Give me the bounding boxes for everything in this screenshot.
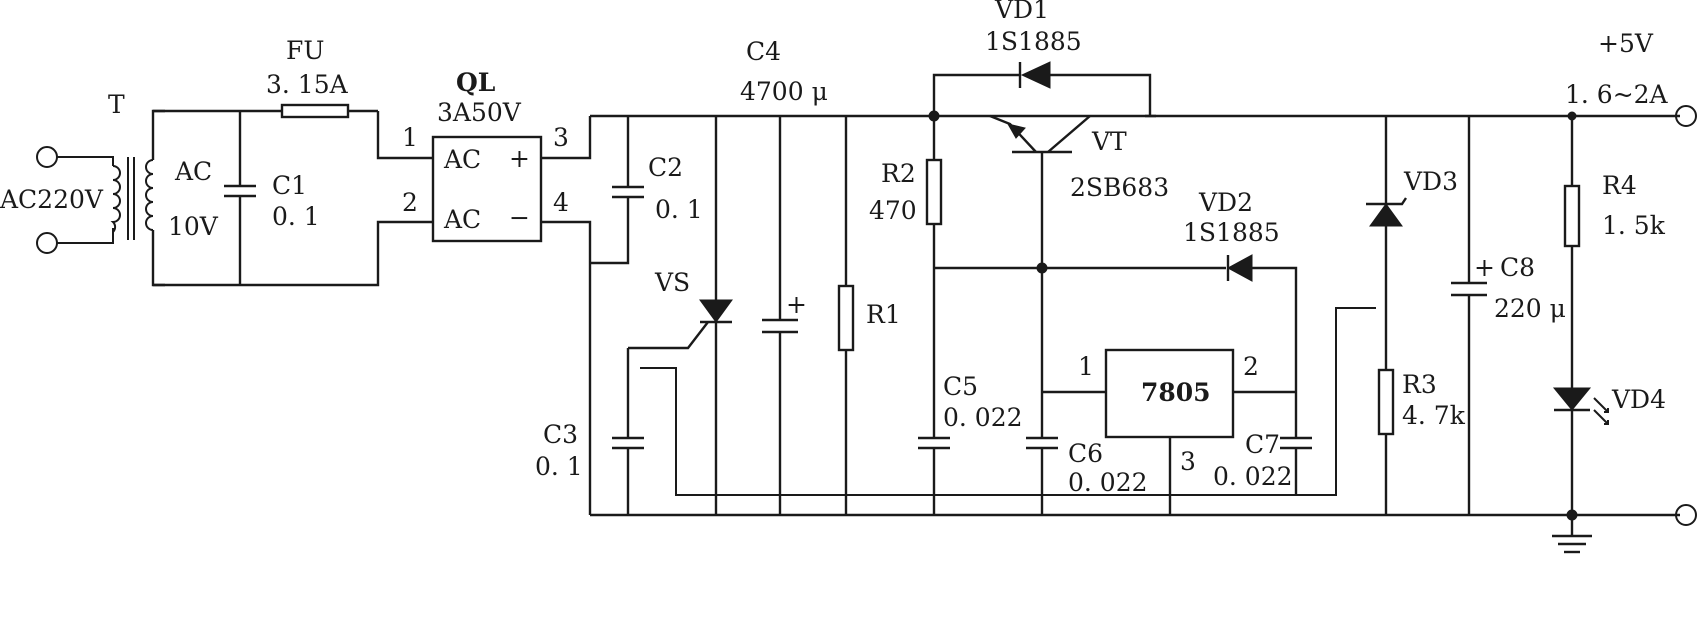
- resistor-r1: [837, 116, 855, 515]
- bridge-minus-label: −: [509, 203, 530, 232]
- vd4-ref: VD4: [1611, 385, 1666, 414]
- vd1-ref: VD1: [994, 0, 1049, 24]
- transformer-out-top-label: AC: [174, 157, 212, 186]
- reg-pin3: 3: [1180, 447, 1196, 476]
- c8-value: 220 μ: [1494, 294, 1566, 323]
- vd2-model: 1S1885: [1183, 218, 1280, 247]
- fuse-value: 3. 15A: [266, 70, 349, 99]
- vt-ref: VT: [1091, 127, 1127, 156]
- bridge-pin2: 2: [402, 188, 418, 217]
- bridge-plus-label: +: [509, 144, 530, 173]
- bridge-minus-wire: [541, 220, 592, 515]
- vd1-model: 1S1885: [985, 27, 1082, 56]
- c2-ref: C2: [648, 153, 683, 182]
- capacitor-c4: +: [762, 116, 807, 515]
- bridge-pin4: 4: [553, 188, 569, 217]
- secondary-bottom-wire: [153, 220, 432, 287]
- regulator-7805: [1026, 268, 1296, 515]
- output-current: 1. 6~2A: [1565, 80, 1669, 109]
- c3-value: 0. 1: [535, 452, 583, 481]
- c6-ref: C6: [1068, 439, 1103, 468]
- vd3-ref: VD3: [1403, 167, 1458, 196]
- r3-ref: R3: [1402, 370, 1437, 399]
- capacitor-c1: [224, 111, 256, 285]
- capacitor-c3: [612, 348, 644, 515]
- bridge-plus-wire: [541, 116, 592, 160]
- resistor-r2: [918, 110, 950, 515]
- c5-ref: C5: [943, 372, 978, 401]
- transformer-ref: T: [108, 90, 125, 119]
- c6-value: 0. 022: [1068, 468, 1148, 497]
- c1-value: 0. 1: [272, 202, 320, 231]
- c2-value: 0. 1: [655, 195, 703, 224]
- r4-value: 1. 5k: [1602, 211, 1666, 240]
- svg-text:+: +: [786, 290, 807, 319]
- c7-ref: C7: [1245, 430, 1280, 459]
- r2-ref: R2: [881, 159, 916, 188]
- bridge-pin1: 1: [402, 123, 418, 152]
- vt-model: 2SB683: [1070, 173, 1169, 202]
- reg-model: 7805: [1141, 378, 1211, 407]
- transformer-out-bottom-label: 10V: [168, 212, 219, 241]
- fuse-ref: FU: [286, 36, 324, 65]
- bridge-ac2-label: AC: [443, 205, 481, 234]
- output-voltage: +5V: [1598, 29, 1654, 58]
- c4-value: 4700 μ: [740, 77, 828, 106]
- c4-ref: C4: [746, 37, 781, 66]
- base-node: [934, 254, 1312, 495]
- fuse-fu: [280, 103, 432, 160]
- zener-vd3: [1366, 116, 1407, 515]
- transistor-vt: [989, 114, 1091, 268]
- ground-symbol: [1552, 515, 1592, 554]
- input-voltage-label: AC220V: [0, 185, 104, 214]
- c5-value: 0. 022: [943, 403, 1023, 432]
- reg-pin2: 2: [1243, 352, 1259, 381]
- reg-pin1: 1: [1078, 352, 1094, 381]
- thyristor-vs: [628, 116, 1376, 515]
- r1-ref: R1: [866, 300, 901, 329]
- r2-value: 470: [869, 196, 917, 225]
- bridge-ac1-label: AC: [443, 145, 481, 174]
- diode-vd1: [932, 61, 1152, 116]
- c8-ref: C8: [1500, 253, 1535, 282]
- output-terminals: [1675, 105, 1697, 526]
- r3-value: 4. 7k: [1402, 401, 1466, 430]
- vd2-ref: VD2: [1198, 188, 1253, 217]
- bridge-ref: QL: [456, 68, 496, 97]
- bridge-model: 3A50V: [437, 98, 522, 127]
- bridge-rectifier-ql: [431, 135, 543, 243]
- capacitor-c2: [590, 116, 644, 265]
- svg-text:+: +: [1474, 253, 1495, 282]
- r4-ref: R4: [1602, 171, 1637, 200]
- capacitor-c8: +: [1451, 116, 1495, 515]
- c3-ref: C3: [543, 420, 578, 449]
- bridge-pin3: 3: [553, 123, 569, 152]
- vs-ref: VS: [654, 268, 690, 297]
- c7-value: 0. 022: [1213, 462, 1293, 491]
- c1-ref: C1: [272, 171, 307, 200]
